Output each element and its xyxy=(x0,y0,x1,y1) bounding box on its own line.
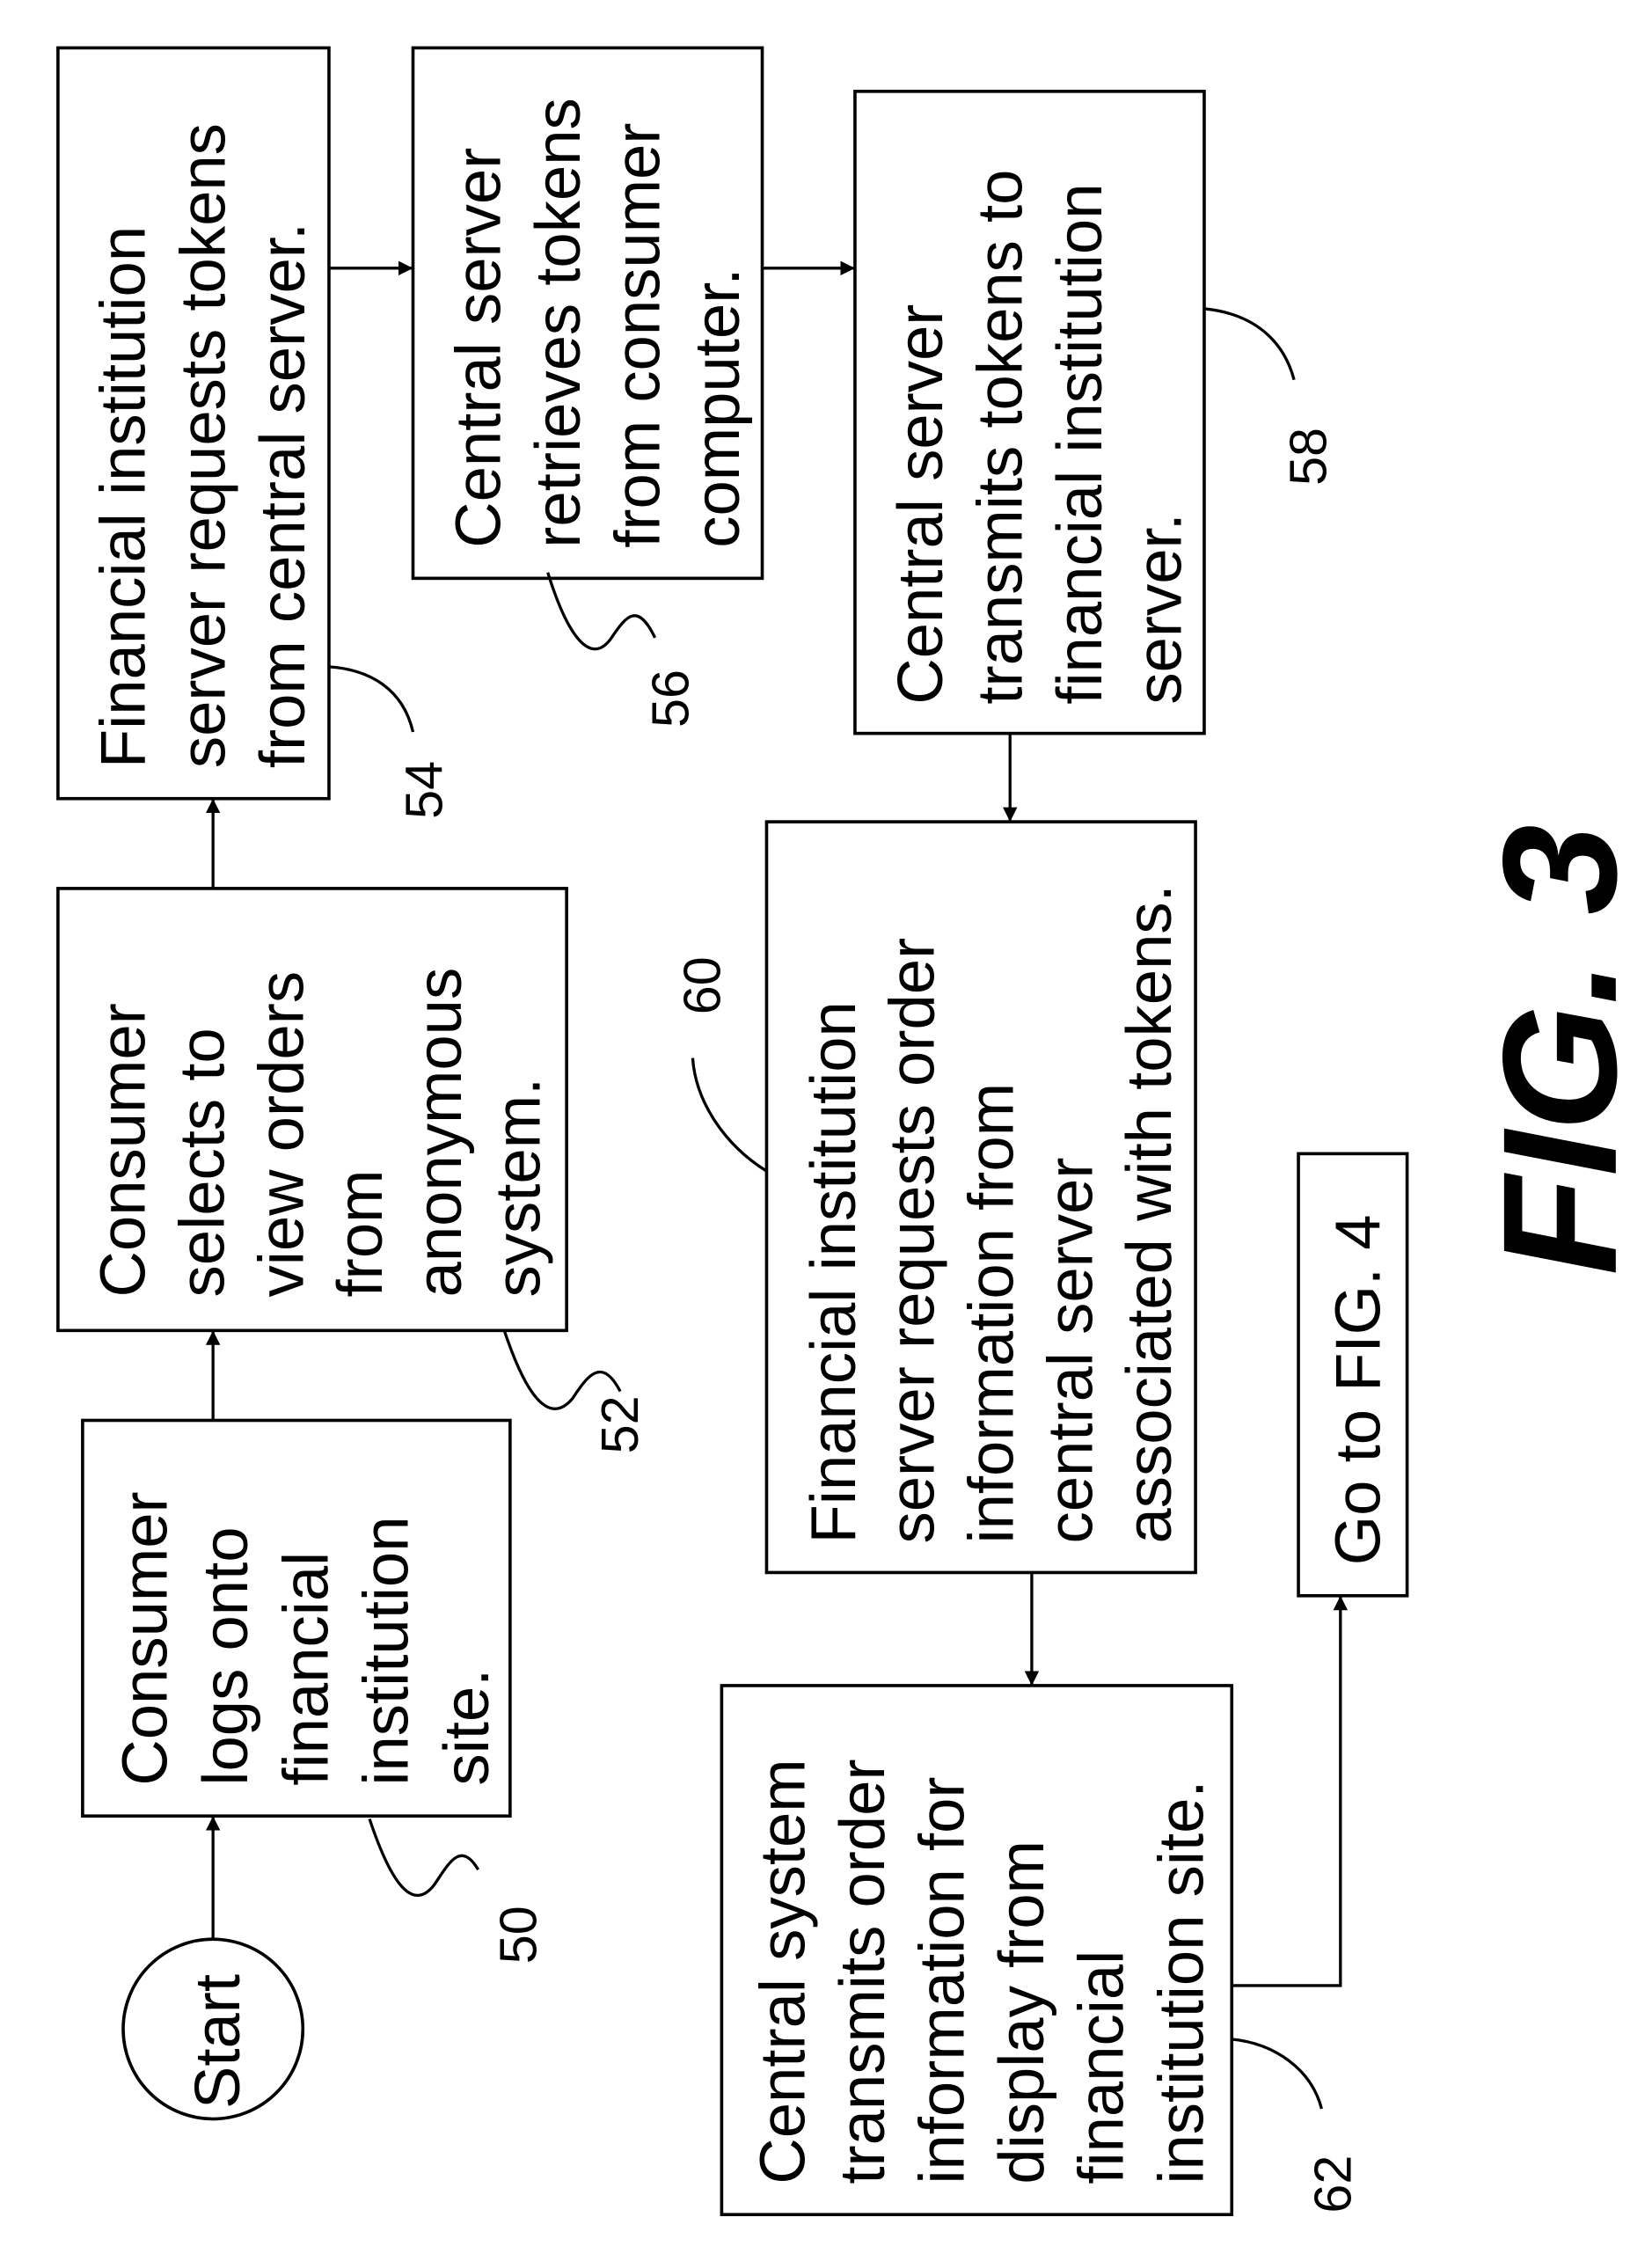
arrow-62-to-goto xyxy=(1232,1597,1341,1985)
step-text-line: view orders xyxy=(245,971,317,1298)
start-terminal: Start xyxy=(123,1939,303,2118)
step-text-line: anonymous xyxy=(404,968,475,1298)
step-text-line: server. xyxy=(1124,513,1195,704)
step-box-50: Consumerlogs ontofinancialinstitutionsit… xyxy=(83,1420,510,1816)
reference-numeral-58: 58 xyxy=(1278,428,1337,486)
step-box-52: Consumerselects toview ordersfromanonymo… xyxy=(58,889,567,1330)
step-text-line: display from xyxy=(986,1840,1057,2184)
step-text-line: associated with tokens. xyxy=(1114,884,1185,1543)
step-text-line: Central server xyxy=(885,304,956,705)
step-text-line: selects to xyxy=(167,1028,238,1297)
step-box-62: Central systemtransmits orderinformation… xyxy=(721,1686,1232,2214)
reference-numeral-50: 50 xyxy=(489,1906,548,1964)
step-text-line: information from xyxy=(956,1083,1027,1544)
step-text-line: central server xyxy=(1034,1158,1106,1544)
start-label: Start xyxy=(182,1974,253,2109)
step-text-line: information for xyxy=(907,1776,978,2184)
step-box-54: Financial institutionserver requests tok… xyxy=(58,48,329,798)
step-text-line: computer. xyxy=(682,268,753,548)
step-text-line: from central server. xyxy=(247,223,318,768)
step-text-line: logs onto xyxy=(190,1526,261,1785)
step-text-line: Consumer xyxy=(109,1491,180,1785)
step-text-line: Financial institution xyxy=(798,1001,869,1543)
goto-label: Go to FIG. 4 xyxy=(1322,1214,1393,1565)
step-text-line: financial xyxy=(1066,1950,1137,2184)
reference-numeral-54: 54 xyxy=(394,761,453,819)
step-box-58: Central servertransmits tokens tofinanci… xyxy=(855,91,1204,734)
step-text-line: system. xyxy=(483,1078,554,1298)
step-text-line: Consumer xyxy=(88,1003,159,1297)
step-text-line: transmits order xyxy=(827,1759,898,2184)
step-text-line: institution site. xyxy=(1145,1780,1217,2184)
step-text-line: retrieves tokens xyxy=(523,98,594,548)
step-text-line: from xyxy=(325,1170,396,1298)
reference-numeral-60: 60 xyxy=(673,956,732,1014)
step-text-line: financial institution xyxy=(1044,184,1115,705)
goto-fig4-box: Go to FIG. 4 xyxy=(1298,1153,1407,1595)
step-text-line: server requests order xyxy=(877,938,948,1544)
figure-title: FIG. 3 xyxy=(1470,824,1651,1276)
step-text-line: Central system xyxy=(747,1759,818,2184)
step-text-line: Financial institution xyxy=(88,226,159,768)
step-text-line: Central server xyxy=(442,148,514,548)
step-text-line: financial xyxy=(270,1552,341,1786)
reference-numeral-62: 62 xyxy=(1303,2155,1362,2213)
step-text-line: server requests tokens xyxy=(167,123,238,768)
step-text-line: from consumer xyxy=(603,122,674,547)
step-text-line: institution xyxy=(351,1516,422,1785)
step-box-60: Financial institutionserver requests ord… xyxy=(766,822,1195,1572)
step-text-line: transmits tokens to xyxy=(964,170,1035,705)
reference-numeral-56: 56 xyxy=(641,670,700,728)
step-box-56: Central serverretrieves tokensfrom consu… xyxy=(413,48,763,578)
step-text-line: site. xyxy=(431,1669,502,1786)
reference-numeral-52: 52 xyxy=(590,1395,649,1453)
